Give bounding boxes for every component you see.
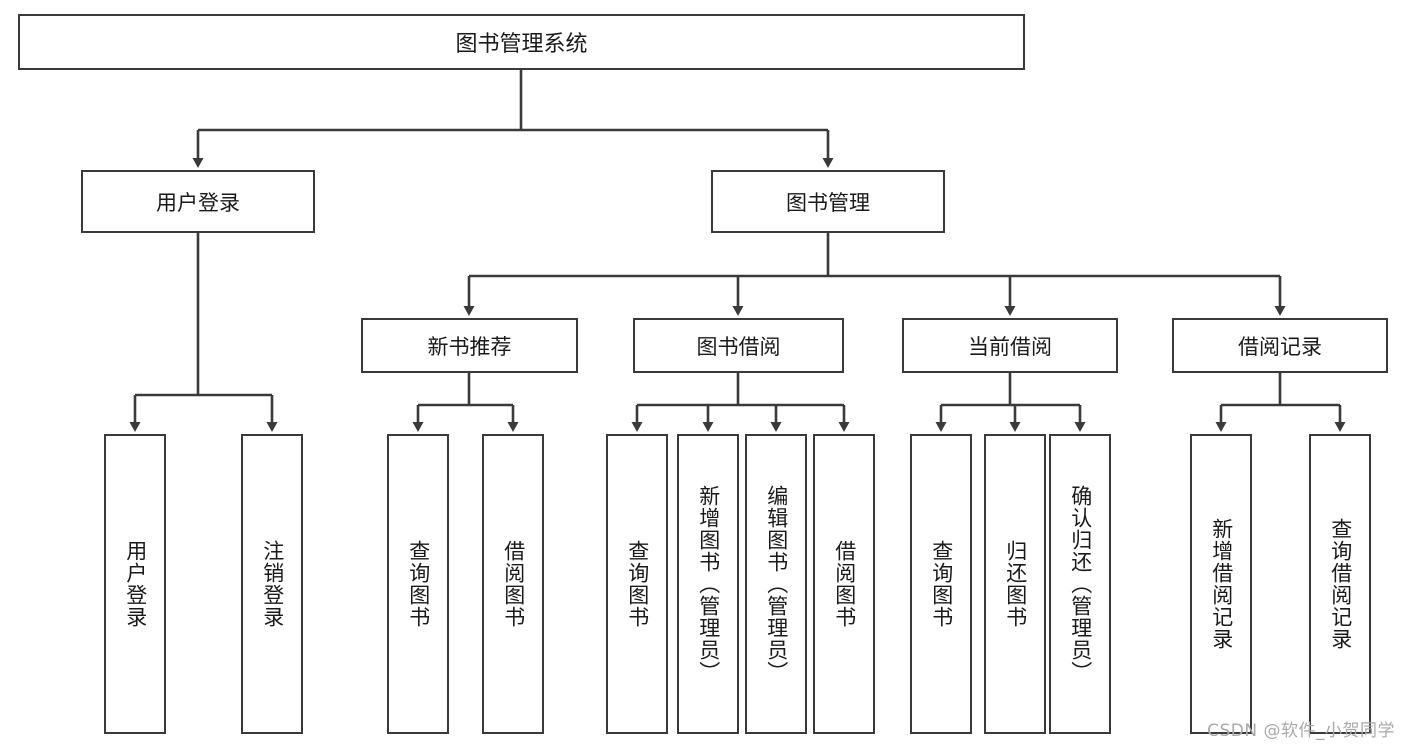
node-label: 编辑图书（管理员） — [764, 485, 789, 683]
node-label: 查询图书 — [406, 540, 431, 628]
node-leaf-borrow-add[interactable]: 新增图书（管理员） — [677, 434, 739, 734]
node-label: 查询借阅记录 — [1328, 518, 1353, 650]
node-leaf-logout[interactable]: 注销登录 — [241, 434, 303, 734]
node-leaf-rec-query[interactable]: 查询图书 — [387, 434, 449, 734]
node-leaf-rec-add[interactable]: 新增借阅记录 — [1190, 434, 1252, 734]
node-label: 新书推荐 — [427, 334, 512, 359]
node-book-manage[interactable]: 图书管理 — [711, 170, 945, 233]
node-leaf-cur-return[interactable]: 归还图书 — [984, 434, 1046, 734]
node-book-borrow[interactable]: 图书借阅 — [633, 318, 844, 373]
node-label: 查询图书 — [929, 540, 954, 628]
node-label: 新增图书（管理员） — [696, 485, 721, 683]
node-label: 用户登录 — [156, 190, 240, 215]
node-label: 注销登录 — [260, 540, 285, 628]
node-leaf-borrow-do[interactable]: 借阅图书 — [813, 434, 875, 734]
node-label: 新增借阅记录 — [1209, 518, 1234, 650]
node-label: 用户登录 — [123, 540, 148, 628]
node-label: 借阅图书 — [501, 540, 526, 628]
node-leaf-rec-query2[interactable]: 查询借阅记录 — [1309, 434, 1371, 734]
node-label: 图书管理系统 — [455, 32, 588, 57]
node-new-book-rec[interactable]: 新书推荐 — [361, 318, 578, 373]
node-borrow-record[interactable]: 借阅记录 — [1172, 318, 1388, 373]
node-label: 当前借阅 — [968, 334, 1052, 359]
node-label: 借阅记录 — [1238, 334, 1322, 359]
watermark-text: CSDN @软件_小贺同学 — [1207, 721, 1395, 741]
node-label: 图书借阅 — [696, 334, 781, 359]
node-label: 借阅图书 — [832, 540, 857, 628]
node-label: 归还图书 — [1003, 540, 1028, 628]
node-current-borrow[interactable]: 当前借阅 — [902, 318, 1118, 373]
node-leaf-borrow-edit[interactable]: 编辑图书（管理员） — [745, 434, 807, 734]
node-leaf-borrow-query[interactable]: 查询图书 — [606, 434, 668, 734]
node-leaf-rec-borrow[interactable]: 借阅图书 — [482, 434, 544, 734]
node-leaf-user-login[interactable]: 用户登录 — [104, 434, 166, 734]
node-label: 查询图书 — [625, 540, 650, 628]
node-label: 图书管理 — [786, 190, 870, 215]
node-user-login[interactable]: 用户登录 — [81, 170, 315, 233]
node-leaf-cur-query[interactable]: 查询图书 — [910, 434, 972, 734]
node-root[interactable]: 图书管理系统 — [18, 14, 1025, 70]
node-leaf-cur-confirm[interactable]: 确认归还（管理员） — [1049, 434, 1111, 734]
node-label: 确认归还（管理员） — [1068, 485, 1093, 683]
